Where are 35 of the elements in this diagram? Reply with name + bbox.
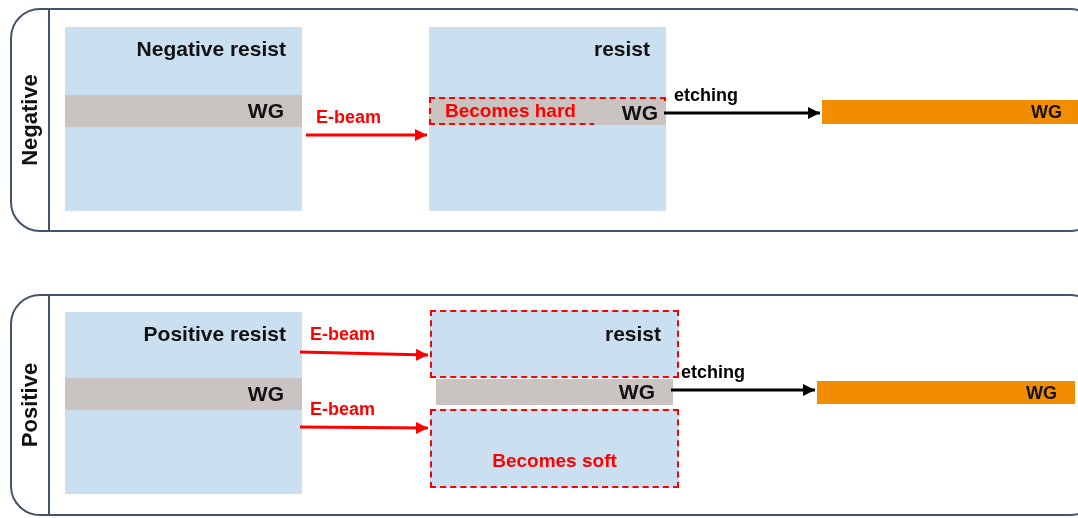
rounded-panel [10, 8, 1078, 232]
node-label: WG [1026, 382, 1057, 403]
etched-waveguide [817, 381, 1075, 404]
node-label: Negative [17, 74, 43, 166]
arrow [671, 384, 815, 396]
node-label: Becomes soft [492, 450, 617, 472]
dashed-region [430, 310, 679, 378]
node-label: Positive [17, 362, 43, 448]
node-label: Becomes hard [445, 100, 576, 122]
node-label: resist [593, 37, 650, 61]
dashed-region [429, 97, 666, 125]
waveguide-layer [436, 379, 673, 405]
arrow [299, 348, 429, 361]
dashed-region [430, 409, 679, 488]
waveguide-layer [594, 101, 666, 125]
resist-block [65, 312, 302, 494]
edge-label: etching [679, 362, 747, 383]
edge-label: etching [672, 85, 740, 106]
node-label: Positive resist [143, 322, 286, 346]
resist-block [429, 27, 666, 211]
node-label: WG [1031, 101, 1062, 123]
resist-block [65, 27, 302, 211]
etched-waveguide [822, 100, 1078, 124]
rounded-panel [10, 294, 1078, 516]
node-label: WG [618, 380, 655, 404]
node-label: WG [247, 99, 284, 123]
arrow [300, 421, 428, 434]
node-label: WG [621, 101, 658, 125]
node-label: resist [604, 322, 661, 346]
waveguide-layer [65, 95, 302, 127]
node-label: WG [247, 382, 284, 406]
node-label: Negative resist [136, 37, 286, 61]
arrow [306, 129, 427, 141]
waveguide-layer [65, 378, 302, 410]
arrow [664, 107, 820, 119]
